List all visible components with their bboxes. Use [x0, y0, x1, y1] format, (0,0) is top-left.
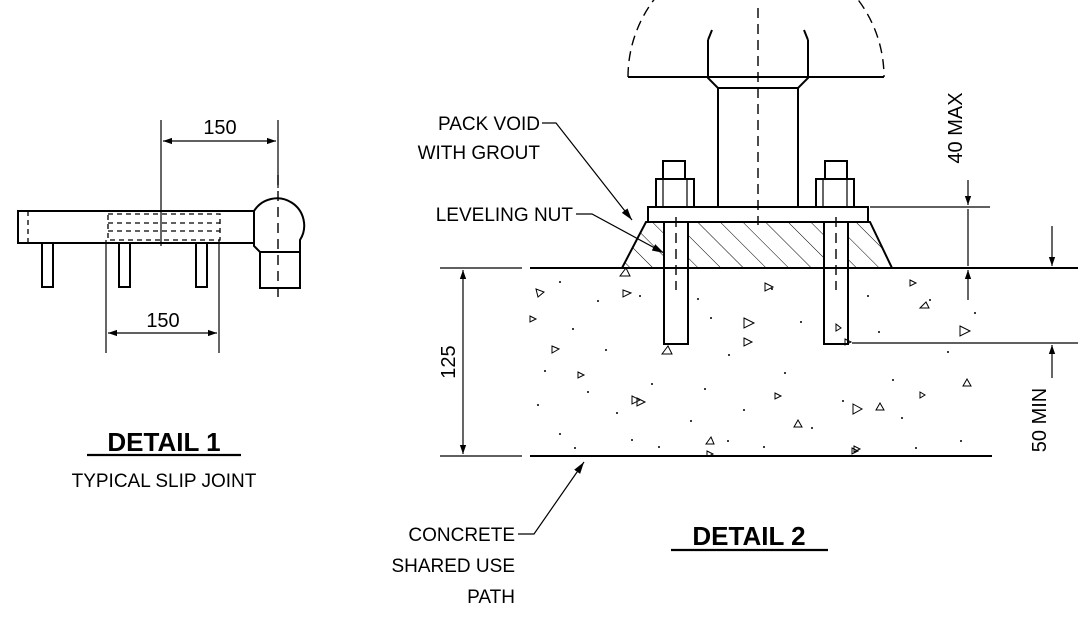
leader-pack-void [542, 122, 633, 221]
grout-pad [620, 221, 894, 269]
left-bolt-thread [662, 160, 686, 180]
dim-bottom-150: 150 [146, 310, 179, 332]
detail-2-title: DETAIL 2 [692, 521, 805, 551]
label-concrete-line1: CONCRETE [408, 525, 515, 546]
label-concrete-line3: PATH [467, 587, 515, 608]
leader-concrete [518, 461, 585, 535]
post-2 [118, 242, 131, 288]
label-leveling-nut: LEVELING NUT [436, 205, 574, 226]
dim-embed-50-min: 50 MIN [1029, 388, 1051, 452]
detail-1-slip-joint: 150 150 DETAIL 1 TYPICAL SLIP JOINT [17, 117, 306, 492]
right-bolt-thread [824, 160, 848, 180]
post-1 [41, 242, 54, 288]
right-top-nut [815, 178, 855, 208]
end-cap [253, 197, 306, 253]
detail-1-subtitle: TYPICAL SLIP JOINT [72, 471, 257, 492]
dim-top-150: 150 [203, 117, 236, 139]
post-3 [195, 242, 208, 288]
label-pack-void-line2: WITH GROUT [418, 143, 541, 164]
detail-1-title: DETAIL 1 [107, 427, 220, 457]
concrete-stipple [529, 268, 976, 456]
slip-sleeve-hidden [107, 213, 221, 241]
rail-tube [17, 210, 255, 244]
leader-leveling-nut [576, 213, 665, 254]
left-top-nut [655, 178, 695, 208]
label-concrete-line2: SHARED USE [391, 556, 515, 577]
label-pack-void-line1: PACK VOID [438, 114, 540, 135]
post-cap-arc-hidden [627, 0, 885, 78]
detail-2-base-plate: 125 40 MAX 50 MIN PACK VOID WITH GROUT L… [391, 0, 1078, 608]
dim-grout-40-max: 40 MAX [945, 92, 967, 163]
end-post [259, 251, 301, 289]
dim-depth-125: 125 [438, 345, 460, 378]
